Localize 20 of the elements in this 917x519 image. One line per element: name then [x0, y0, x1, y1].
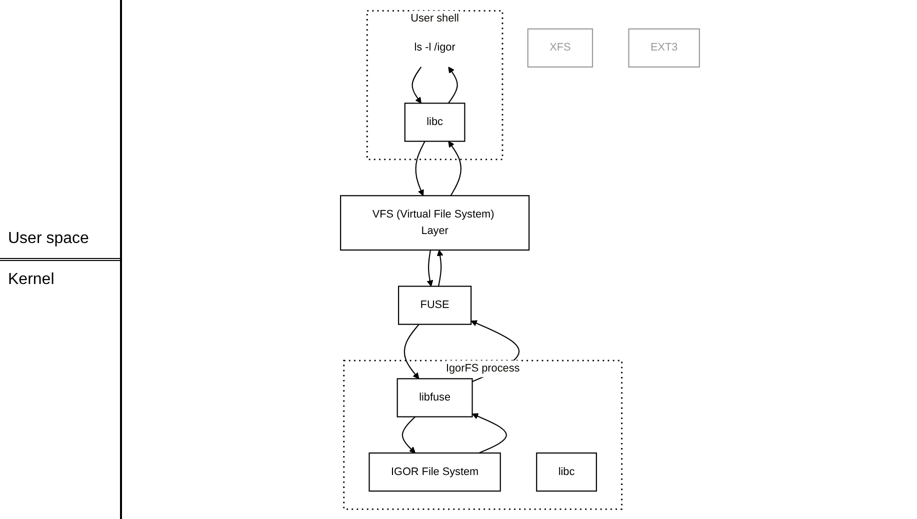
- node-box: libc: [536, 452, 596, 492]
- node-text: ls -l /igor: [414, 40, 455, 54]
- node-box: XFS: [526, 28, 593, 68]
- node-box: libc: [404, 102, 465, 142]
- arrow: [471, 412, 506, 454]
- arrow: [447, 66, 458, 104]
- region-label: Kernel: [7, 270, 56, 290]
- region-label: User space: [7, 229, 90, 249]
- arrow: [403, 324, 419, 378]
- node-box: libfuse: [396, 378, 472, 417]
- arrow: [411, 66, 422, 104]
- node-box: FUSE: [398, 285, 472, 324]
- arrow: [448, 140, 461, 196]
- arrow: [401, 416, 416, 453]
- node-box: IGOR File System: [368, 452, 500, 492]
- arrow: [414, 140, 425, 196]
- arrow: [436, 249, 443, 286]
- node-box: EXT3: [628, 28, 700, 68]
- node-box: VFS (Virtual File System) Layer: [340, 194, 530, 250]
- arrow: [426, 249, 433, 286]
